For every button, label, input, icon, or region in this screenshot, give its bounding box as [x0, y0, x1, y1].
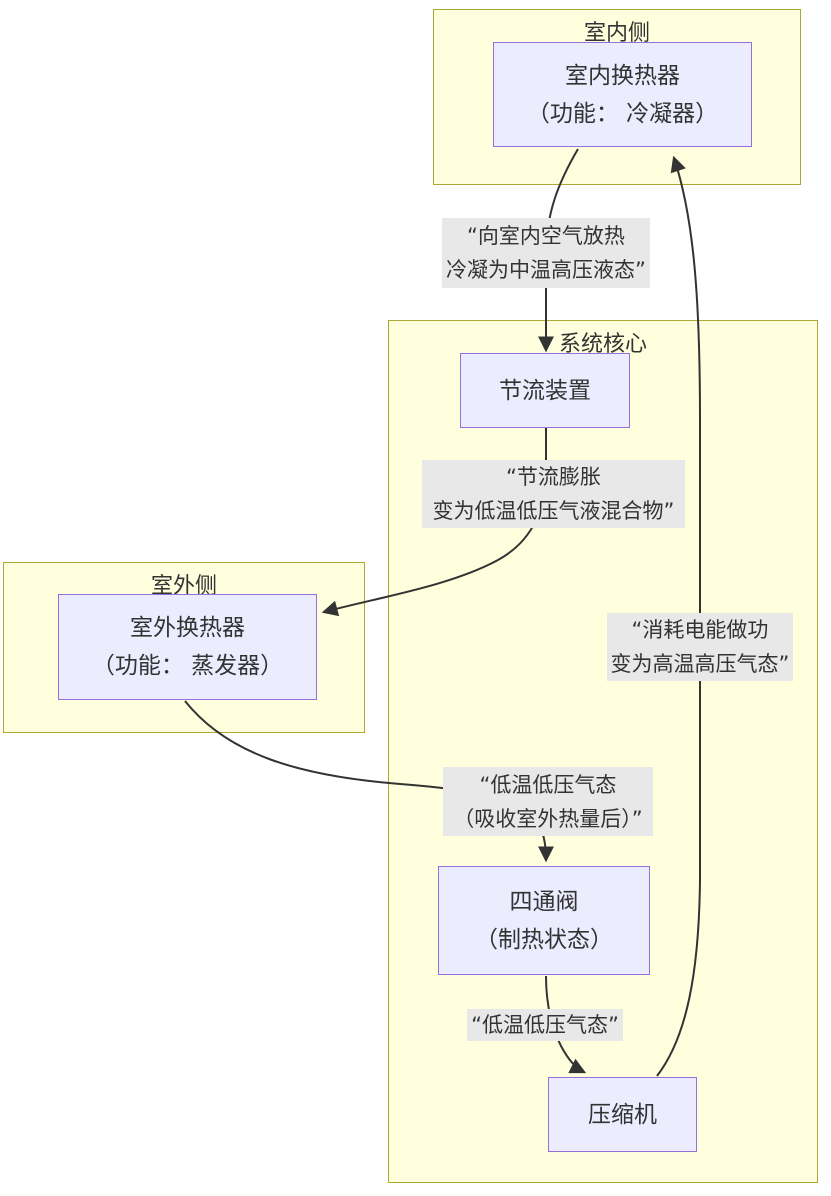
edge-label-low-temp-gas-text: “低温低压气态”: [471, 1013, 619, 1037]
node-throttle-device-label: 节流装置: [499, 377, 591, 404]
cluster-indoor-title: 室内侧: [583, 21, 650, 46]
node-compressor-label: 压缩机: [588, 1101, 657, 1128]
edge-label-throttle-expansion-line1: “节流膨胀: [506, 465, 601, 489]
edge-label-throttle-expansion: “节流膨胀 变为低温低压气液混合物”: [422, 460, 685, 528]
node-four-way-valve-line1: 四通阀: [509, 888, 579, 915]
node-indoor-heat-exchanger-line1: 室内换热器: [565, 62, 680, 89]
node-outdoor-heat-exchanger-line2: （功能： 蒸发器）: [91, 653, 284, 679]
edge-compressor-to-indoor-hx: [656, 155, 701, 1077]
edge-label-absorb-heat: “低温低压气态 （吸收室外热量后）”: [443, 767, 653, 836]
edge-label-throttle-expansion-line2: 变为低温低压气液混合物”: [432, 499, 675, 523]
node-compressor: 压缩机: [548, 1077, 697, 1152]
node-outdoor-heat-exchanger-line1: 室外换热器: [130, 615, 245, 641]
edge-four-way-valve-to-compressor: [545, 975, 587, 1074]
node-four-way-valve: 四通阀 （制热状态）: [438, 866, 650, 975]
edge-label-absorb-heat-line1: “低温低压气态: [479, 772, 617, 797]
edge-label-compression-work-line1: “消耗电能做功: [631, 618, 769, 642]
node-outdoor-heat-exchanger: 室外换热器 （功能： 蒸发器）: [58, 594, 317, 700]
edge-label-compression-work: “消耗电能做功 变为高温高压气态”: [607, 613, 793, 681]
cluster-core-title: 系统核心: [558, 332, 647, 357]
node-indoor-heat-exchanger: 室内换热器 （功能： 冷凝器）: [493, 42, 752, 147]
edge-label-condense-line2: 冷凝为中温高压液态”: [446, 258, 646, 282]
node-throttle-device: 节流装置: [460, 353, 630, 428]
edge-label-low-temp-gas: “低温低压气态”: [467, 1009, 623, 1041]
edge-label-absorb-heat-line2: （吸收室外热量后）”: [453, 806, 643, 831]
edge-label-condense-line1: “向室内空气放热: [467, 224, 625, 248]
edge-label-condense: “向室内空气放热 冷凝为中温高压液态”: [442, 218, 650, 288]
edge-label-compression-work-line2: 变为高温高压气态”: [610, 652, 790, 676]
node-four-way-valve-line2: （制热状态）: [475, 926, 613, 953]
node-indoor-heat-exchanger-line2: （功能： 冷凝器）: [526, 100, 719, 127]
